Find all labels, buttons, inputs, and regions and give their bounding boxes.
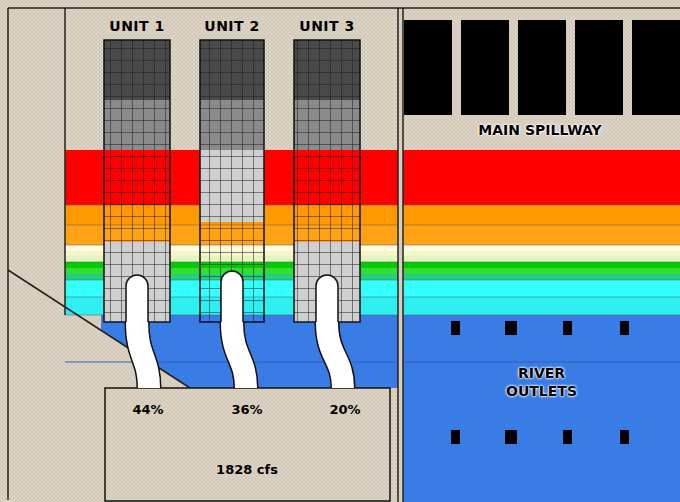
pipe-body <box>137 322 149 388</box>
pipe-outline <box>232 322 246 388</box>
powerhouse-box <box>105 388 390 501</box>
penstock-intakes <box>126 271 338 322</box>
unit-label: UNIT 1 <box>104 12 170 34</box>
penstock-pipe <box>137 322 149 388</box>
spillway-gates <box>404 20 680 115</box>
unit-percent: 36% <box>231 402 262 417</box>
intake-unit: UNIT 2 <box>200 12 264 322</box>
pipe-body <box>232 322 246 388</box>
unit-label: UNIT 2 <box>200 12 264 34</box>
river-outlets-panel: RIVER OUTLETS <box>403 318 680 502</box>
total-flow: 1828 cfs <box>216 462 278 477</box>
intake-towers <box>104 40 360 322</box>
penstock-pipe <box>327 322 343 388</box>
intake-unit: UNIT 3 <box>294 12 360 322</box>
penstock-pipe <box>232 322 246 388</box>
intake-unit: UNIT 1 <box>104 12 170 322</box>
pipe-body <box>327 322 343 388</box>
pipe-outline <box>137 322 149 388</box>
outlet-label: RIVER OUTLETS <box>482 364 602 400</box>
spillway-label: MAIN SPILLWAY <box>478 122 601 138</box>
pipe-outline <box>327 322 343 388</box>
powerhouse: 44% 36% 20% 1828 cfs <box>105 388 390 501</box>
outlet-ports <box>451 321 629 444</box>
dam-outline <box>8 8 680 502</box>
unit-percent: 20% <box>329 402 360 417</box>
unit-percent: 44% <box>132 402 163 417</box>
unit-label: UNIT 3 <box>294 12 360 34</box>
right-temperature-bands <box>403 8 680 502</box>
